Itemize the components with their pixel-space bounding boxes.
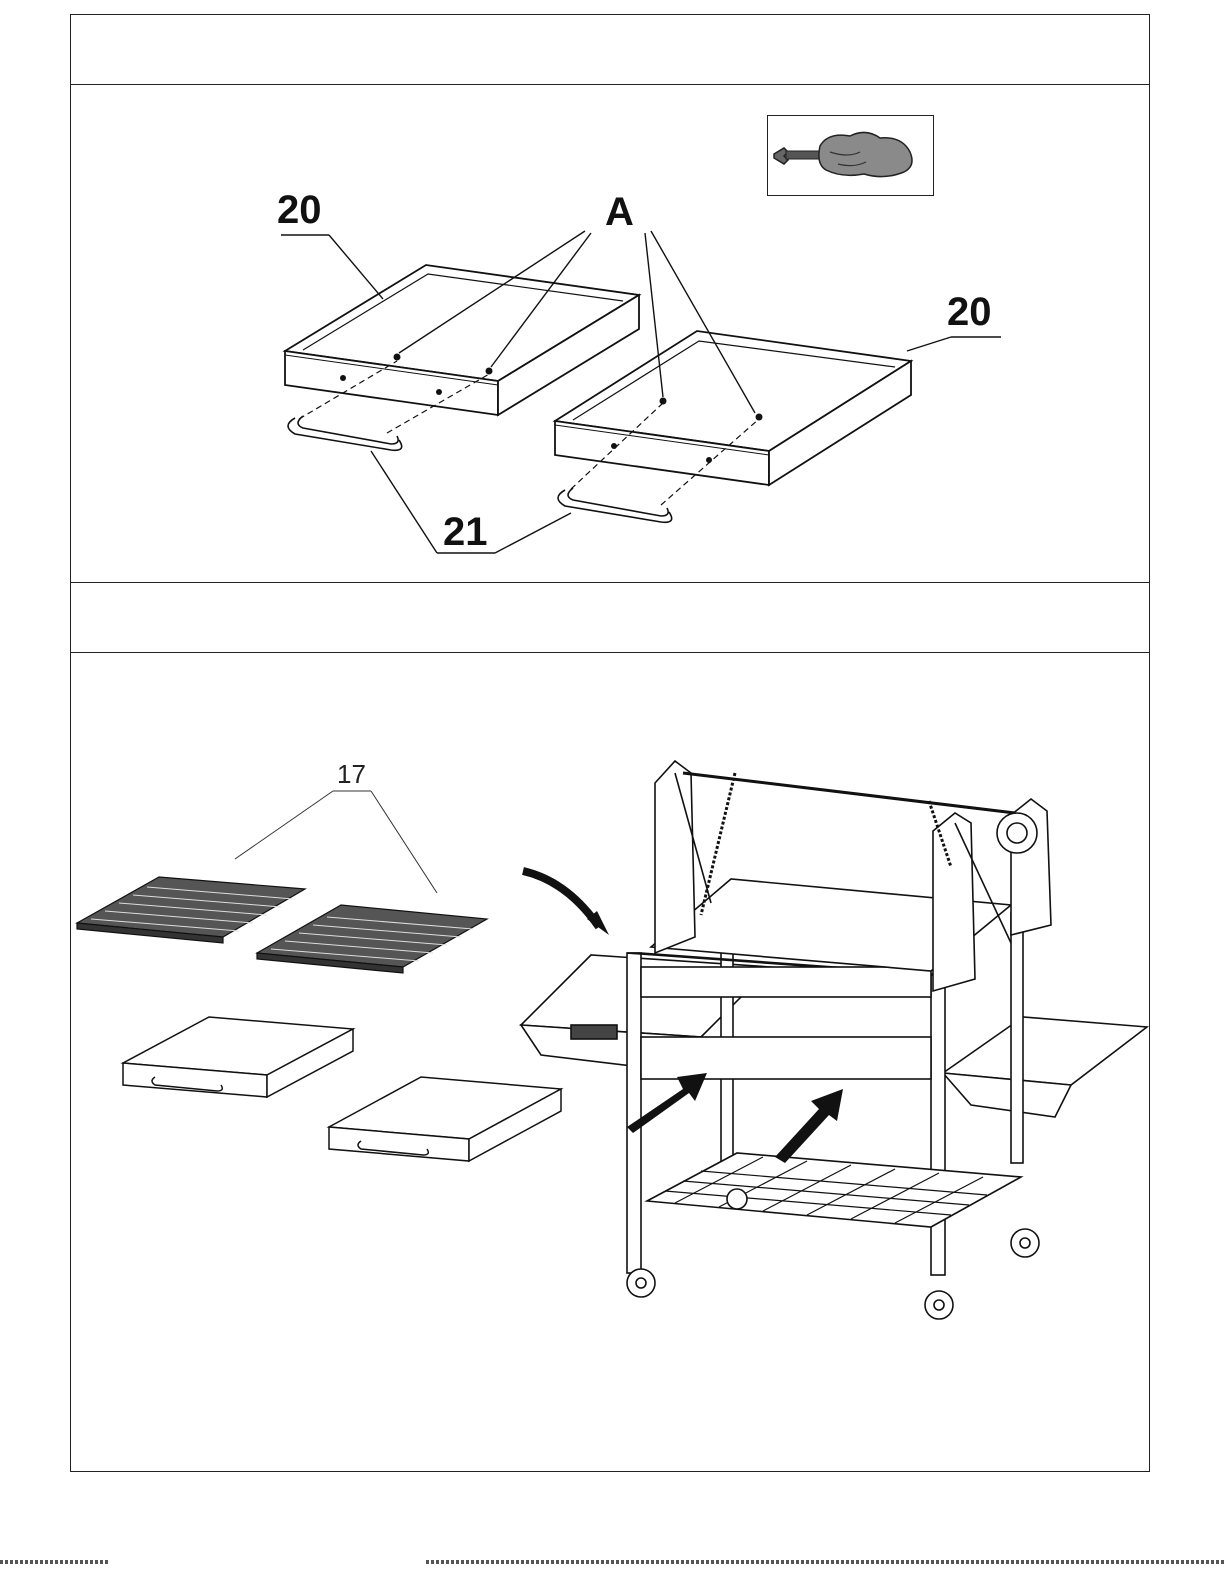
grill-assembly-diagram: 17 xyxy=(71,653,1151,1471)
tray-assembled-right xyxy=(329,1077,561,1161)
handle-left xyxy=(288,416,402,450)
footer-rule-right xyxy=(426,1560,1225,1564)
tray-right xyxy=(555,331,911,485)
footer-rule-left xyxy=(0,1560,110,1564)
leader-20-left xyxy=(281,235,383,299)
label-fastener-a: A xyxy=(605,190,634,234)
leader-20-right xyxy=(907,337,1001,351)
tray-assembled-left xyxy=(123,1017,353,1097)
handle-right xyxy=(558,488,672,522)
grate-right xyxy=(257,905,487,973)
grate-left xyxy=(77,877,305,943)
label-tray-right: 20 xyxy=(947,290,992,334)
brand-badge xyxy=(571,1025,617,1039)
label-tray-left: 20 xyxy=(277,188,322,232)
tray-left xyxy=(285,265,639,415)
insert-arrow-right xyxy=(775,1089,843,1163)
grill-cart xyxy=(521,761,1147,1319)
leader-17 xyxy=(235,791,437,893)
label-handle: 21 xyxy=(443,510,488,554)
step-header-bottom xyxy=(71,583,1149,653)
step-header-top xyxy=(71,15,1149,85)
label-grate: 17 xyxy=(337,759,366,789)
instruction-sheet: 20 A 20 21 17 xyxy=(70,14,1150,1472)
step-panel-grill-assembly: 17 xyxy=(71,653,1149,1471)
step-panel-tray-handles: 20 A 20 21 xyxy=(71,85,1149,583)
tray-handle-diagram: 20 A 20 21 xyxy=(71,85,1151,583)
